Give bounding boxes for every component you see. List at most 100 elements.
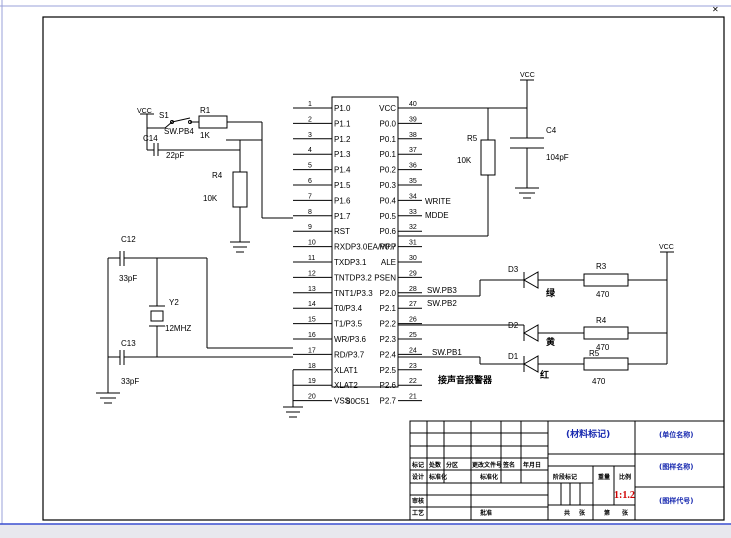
pin-name-12: TNTDP3.2 [334, 273, 372, 282]
r5-value: 10K [457, 156, 472, 165]
net-alarm: 接声音报警器 [438, 374, 493, 386]
pin-name-4: P1.3 [334, 150, 351, 159]
pin-number-37: 37 [409, 147, 417, 154]
tb-standard: 标准化 [428, 473, 447, 481]
tb-stage: 阶段标记 [553, 473, 577, 481]
y2-value: 12MHZ [165, 324, 191, 333]
net-mdde: MDDE [425, 211, 449, 220]
pin-name-33: P0.5 [380, 212, 397, 221]
net-swpb3: SW.PB3 [427, 286, 457, 295]
pin-number-15: 15 [308, 317, 316, 324]
pin-name-24: P2.4 [380, 350, 397, 359]
pin-number-22: 22 [409, 378, 417, 385]
net-swpb2: SW.PB2 [427, 299, 457, 308]
pin-number-26: 26 [409, 317, 417, 324]
pin-number-21: 21 [409, 394, 417, 401]
net-swpb1: SW.PB1 [432, 348, 462, 357]
tb-date: 年月日 [523, 461, 541, 469]
pin-number-33: 33 [409, 209, 417, 216]
pin-name-1: P1.0 [334, 104, 351, 113]
pin-number-24: 24 [409, 347, 417, 354]
pin-number-19: 19 [308, 378, 316, 385]
pin-name-31: P0.7 [380, 243, 397, 252]
pin-name-15: T1/P3.5 [334, 320, 363, 329]
pin-name-3: P1.2 [334, 135, 351, 144]
pin-name-20: VSS [334, 397, 350, 406]
c13-value: 33pF [121, 377, 139, 386]
vcc-label-led: VCC [659, 244, 674, 251]
tb-craft: 工艺 [412, 509, 424, 517]
pin-number-31: 31 [409, 240, 417, 247]
pin-name-10: RXDP3.0EA/VPP [334, 243, 396, 252]
tb-ratio: 比例 [619, 473, 631, 481]
pin-name-16: WR/P3.6 [334, 335, 367, 344]
pin-name-32: P0.6 [380, 227, 397, 236]
material-mark: (材料标记) [566, 428, 610, 440]
tb-std-sign: 标准化 [479, 473, 498, 481]
pin-number-1: 1 [308, 101, 312, 108]
tb-sheet1: 张 [579, 509, 586, 517]
pin-name-2: P1.1 [334, 119, 351, 128]
r4-label: R4 [212, 171, 223, 180]
pin-name-6: P1.5 [334, 181, 351, 190]
pin-number-28: 28 [409, 286, 417, 293]
pin-number-27: 27 [409, 301, 417, 308]
r5-led-label: R5 [589, 349, 600, 358]
pin-number-16: 16 [308, 332, 316, 339]
led-yellow-label: 黄 [546, 336, 555, 348]
c12-value: 33pF [119, 274, 137, 283]
r3-led-label: R3 [596, 262, 607, 271]
pin-number-5: 5 [308, 163, 312, 170]
tb-review: 审核 [412, 497, 424, 505]
c12-label: C12 [121, 235, 136, 244]
pin-number-25: 25 [409, 332, 417, 339]
pin-name-38: P0.1 [380, 135, 397, 144]
pin-name-29: PSEN [374, 273, 396, 282]
tb-scale: 1:1.2 [614, 490, 635, 501]
y2-label: Y2 [169, 298, 179, 307]
pin-number-32: 32 [409, 224, 417, 231]
pin-number-8: 8 [308, 209, 312, 216]
r4-value: 10K [203, 194, 218, 203]
close-icon[interactable]: ✕ [712, 5, 719, 14]
pin-number-12: 12 [308, 270, 316, 277]
tb-approve: 批准 [480, 509, 492, 517]
pin-name-7: P1.6 [334, 196, 351, 205]
c4-value: 104pF [546, 153, 569, 162]
drawing-code: (图样代号) [659, 496, 693, 505]
pin-number-7: 7 [308, 193, 312, 200]
pin-name-39: P0.0 [380, 119, 397, 128]
mcu-part-label: 80C51 [346, 397, 370, 406]
r5-led-value: 470 [592, 377, 606, 386]
tb-weight: 重量 [598, 473, 610, 481]
r4-led-label: R4 [596, 316, 607, 325]
pin-number-20: 20 [308, 394, 316, 401]
c14-label: C14 [143, 134, 158, 143]
pin-number-4: 4 [308, 147, 312, 154]
pin-number-11: 11 [308, 255, 315, 262]
tb-sheet2: 张 [622, 509, 629, 517]
pin-name-8: P1.7 [334, 212, 351, 221]
pin-number-34: 34 [409, 193, 417, 200]
pin-name-26: P2.2 [380, 320, 397, 329]
r5-label: R5 [467, 134, 478, 143]
pin-name-30: ALE [381, 258, 396, 267]
pin-number-40: 40 [409, 101, 417, 108]
pin-number-38: 38 [409, 132, 417, 139]
pin-number-35: 35 [409, 178, 417, 185]
horizontal-scrollbar[interactable] [0, 524, 731, 538]
tb-sign: 签名 [502, 461, 515, 469]
r1-value: 1K [200, 131, 210, 140]
drawing-name: (图样名称) [659, 462, 693, 471]
tb-design: 设计 [412, 473, 424, 481]
pin-number-29: 29 [409, 270, 417, 277]
pin-name-35: P0.3 [380, 181, 397, 190]
d1-label: D1 [508, 352, 519, 361]
tb-zone: 分区 [446, 461, 458, 469]
pin-name-13: TNT1/P3.3 [334, 289, 373, 298]
led-red-label: 红 [540, 369, 549, 381]
tb-count: 处数 [428, 461, 442, 469]
led-green-label: 绿 [546, 287, 556, 299]
pin-name-21: P2.7 [380, 397, 397, 406]
